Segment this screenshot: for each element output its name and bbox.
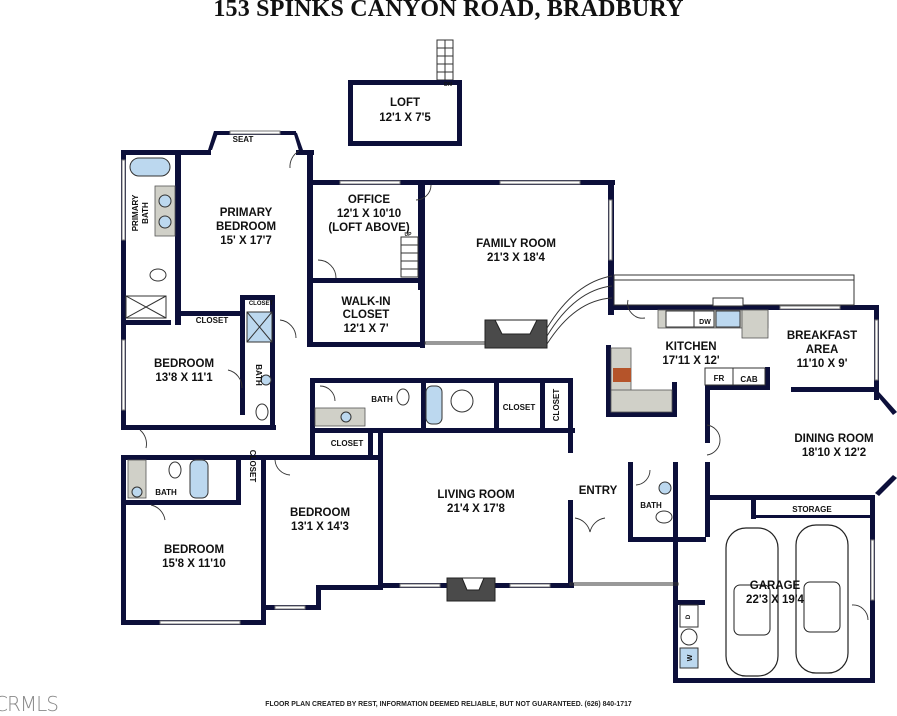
bedroom-bathtub (189, 459, 209, 499)
seat-label: SEAT (233, 135, 254, 144)
closet-label: CLOSET (503, 403, 536, 412)
breakfast-area-name: BREAKFAST (787, 330, 857, 342)
kitchen-name: KITCHEN (665, 341, 716, 353)
bedroom-4-dims: 15'8 X 11'10 (162, 558, 226, 570)
family-room-name: FAMILY ROOM (476, 238, 556, 250)
bedroom-2-name: BEDROOM (154, 358, 214, 370)
stairs-down-label: DN (444, 82, 452, 88)
primary-bedroom-name2: BEDROOM (216, 221, 276, 233)
primary-bath-label-2: BATH (141, 202, 150, 224)
closet-label: CLOSET (249, 301, 274, 307)
family-room-dims: 21'3 X 18'4 (487, 252, 546, 264)
hall-bathtub (425, 385, 443, 425)
office-dims: 12'1 X 10'10 (337, 208, 401, 220)
car-right (795, 524, 849, 674)
living-room-name: LIVING ROOM (437, 489, 514, 501)
mls-watermark: CRMLS (0, 692, 59, 716)
loft-name: LOFT (390, 97, 420, 109)
cabinet (732, 367, 766, 386)
closet-label: CLOSET (248, 450, 257, 483)
primary-bedroom-dims: 15' X 17'7 (220, 235, 272, 247)
dryer (679, 604, 699, 628)
fridge-label: FR (714, 374, 725, 383)
breakfast-area-name2: AREA (806, 344, 839, 356)
bedroom-3-name: BEDROOM (290, 507, 350, 519)
primary-bathtub (129, 157, 171, 177)
bedroom-3-dims: 13'1 X 14'3 (291, 521, 349, 533)
cooktop (665, 310, 695, 328)
entry-name: ENTRY (579, 485, 618, 497)
bedroom-4-name: BEDROOM (164, 544, 224, 556)
dryer-label: D (686, 614, 692, 619)
loft-dims: 12'1 X 7'5 (379, 112, 431, 124)
washer-label: W (687, 654, 694, 661)
bath-label: BATH (155, 488, 177, 497)
car-left (725, 527, 779, 677)
walk-in-closet-name2: CLOSET (343, 309, 390, 321)
dining-room-name: DINING ROOM (794, 433, 873, 445)
office-stairs (400, 236, 419, 278)
walk-in-closet-name: WALK-IN (341, 296, 390, 308)
kitchen-dims: 17'11 X 12' (662, 355, 720, 367)
primary-bedroom-name: PRIMARY (220, 207, 273, 219)
kitchen-sink (715, 310, 741, 328)
bath-label: BATH (254, 364, 263, 386)
living-room-dims: 21'4 X 17'8 (447, 503, 506, 515)
walk-in-closet-dims: 12'1 X 7' (343, 323, 388, 335)
bath-label: BATH (640, 501, 662, 510)
primary-bath-label-1: PRIMARY (131, 194, 140, 231)
hall-vanity (314, 407, 366, 427)
cabinet-label: CAB (740, 375, 758, 384)
storage-label: STORAGE (792, 505, 832, 514)
garage-name: GARAGE (750, 580, 801, 592)
laundry-sink (680, 628, 698, 646)
closet-label: CLOSET (196, 316, 229, 325)
dining-room-dims: 18'10 X 12'2 (802, 447, 866, 459)
disclaimer-footer: FLOOR PLAN CREATED BY REST, INFORMATION … (265, 699, 632, 708)
stairs-up-label: UP (405, 232, 413, 238)
closet-label: CLOSET (331, 439, 364, 448)
fixtures (125, 150, 869, 677)
dishwasher (693, 310, 715, 328)
closet-label: CLOSET (552, 389, 561, 422)
garage-dims: 22'3 X 19'4 (746, 594, 805, 606)
dw-label: DW (699, 319, 711, 326)
primary-shower (125, 295, 167, 319)
range (613, 368, 631, 382)
primary-toilet (149, 268, 167, 282)
breakfast-area-dims: 11'10 X 9' (797, 358, 848, 370)
bath-label: BATH (371, 395, 393, 404)
walls (121, 130, 897, 683)
room-labels: SEAT PRIMARY BATH PRIMARY BEDROOM 15' X … (131, 135, 874, 661)
office-note: (LOFT ABOVE) (328, 222, 410, 234)
washer (679, 647, 699, 669)
office-name: OFFICE (348, 194, 390, 206)
bedroom-2-dims: 13'8 X 11'1 (155, 372, 213, 384)
property-title: 153 SPINKS CANYON ROAD, BRADBURY (213, 0, 684, 22)
water-heater (450, 389, 474, 413)
loft: DN LOFT 12'1 X 7'5 (348, 39, 462, 146)
